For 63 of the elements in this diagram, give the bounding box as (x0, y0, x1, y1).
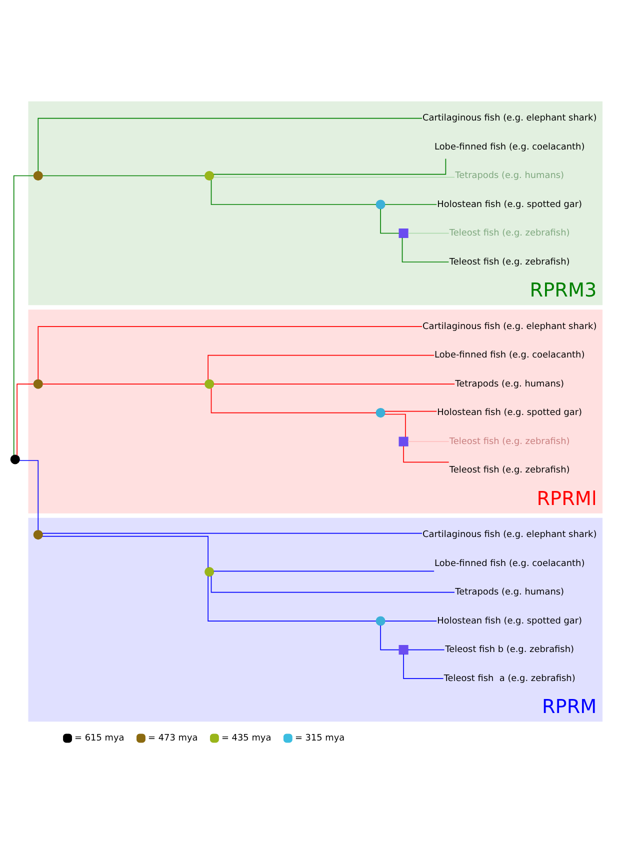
node-text: Holostean fish (e.g. spotted gar) (437, 616, 582, 626)
connector (408, 441, 450, 442)
connector (403, 654, 444, 679)
node-text: Holostean fish (e.g. spotted gar) (437, 200, 582, 210)
node-text: Lobe-finned fish (e.g. coelacanth) (434, 558, 585, 569)
node-text: Cartilaginous fish (e.g. elephant shark) (422, 114, 597, 124)
connector (42, 175, 206, 176)
node-text: Lobe-finned fish (e.g. coelacanth) (434, 350, 585, 361)
connector (38, 326, 422, 380)
legend-label: = 615 mya (74, 734, 124, 744)
node-circle (33, 530, 43, 540)
node-circle (33, 379, 43, 389)
node-circle (204, 170, 214, 181)
legend-label: = 435 mya (221, 734, 272, 744)
connector (210, 388, 376, 414)
node-text: Teleost fish (e.g. zebrafish) (449, 466, 570, 476)
connector (213, 158, 446, 175)
connector (408, 649, 445, 650)
node-circle (204, 379, 214, 389)
connector (210, 180, 376, 205)
connector (210, 576, 455, 593)
connector (380, 208, 400, 234)
node-text: Tetrapods (e.g. humans) (455, 588, 564, 598)
connector (16, 384, 34, 456)
node-text: Cartilaginous fish (e.g. elephant shark) (422, 322, 597, 332)
connector (42, 536, 208, 568)
node-text: Teleost fish (e.g. zebrafish) (449, 228, 570, 239)
node-circle (204, 567, 214, 577)
connector (384, 414, 406, 438)
connector (384, 620, 438, 622)
node-text: Lobe-finned fish (e.g. coelacanth) (434, 142, 585, 152)
node-circle (33, 170, 43, 181)
connector (19, 460, 39, 531)
connector (208, 576, 376, 622)
connector (380, 625, 400, 650)
node-circle (376, 616, 386, 626)
node-box (398, 436, 408, 446)
node-box (398, 228, 408, 238)
connector (213, 570, 434, 572)
connector (384, 204, 438, 205)
connector (384, 410, 438, 412)
node-circle (10, 454, 20, 464)
connector (403, 446, 450, 463)
node-text: Teleost fish (e.g. zebrafish) (449, 257, 570, 268)
node-text: Teleost fish (e.g. zebrafish) (449, 436, 570, 447)
node-text: Teleost fish b (e.g. zebrafish) (445, 645, 574, 656)
node-text: Holostean fish (e.g. spotted gar) (437, 408, 582, 418)
connector (38, 118, 422, 172)
node-text: Tetrapods (e.g. humans) (455, 379, 564, 390)
connector (213, 176, 455, 178)
legend-label: = 473 mya (148, 734, 198, 744)
connector (408, 232, 450, 234)
connector (402, 237, 450, 262)
legend-label: = 315 mya (294, 734, 345, 744)
connector (208, 354, 434, 380)
node-text: Teleost fish a (e.g. zebrafish) (444, 674, 576, 684)
node-text: Cartilaginous fish (e.g. elephant shark) (422, 530, 597, 540)
node-circle (376, 408, 386, 418)
connector (42, 532, 422, 534)
connector (13, 175, 34, 456)
node-circle (376, 200, 386, 210)
node-text: Tetrapods (e.g. humans) (455, 171, 564, 182)
node-box (398, 645, 408, 655)
